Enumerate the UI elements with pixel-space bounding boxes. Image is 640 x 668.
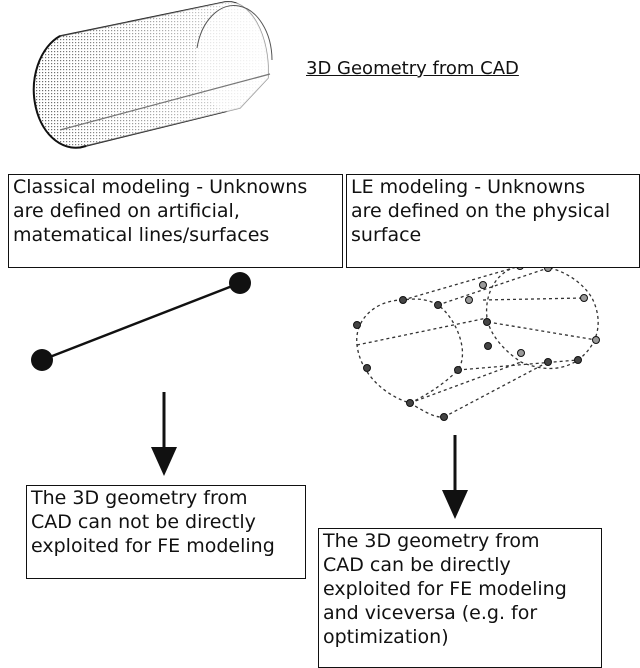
classical-modeling-label: Classical modeling - Unknowns are define… bbox=[8, 174, 343, 268]
le-surface-nodes bbox=[353, 262, 600, 421]
classical-result-box: The 3D geometry from CAD can not be dire… bbox=[26, 485, 306, 579]
surface-node bbox=[465, 296, 473, 304]
surface-node bbox=[592, 336, 600, 344]
right-down-arrow bbox=[442, 435, 468, 519]
line-end-node bbox=[31, 349, 53, 371]
surface-node bbox=[484, 342, 492, 350]
le-modeling-label: LE modeling - Unknowns are defined on th… bbox=[346, 174, 640, 268]
surface-node bbox=[440, 413, 448, 421]
surface-node bbox=[544, 358, 552, 366]
surface-node bbox=[353, 321, 361, 329]
line-end-node bbox=[229, 272, 251, 294]
cad-geometry-title: 3D Geometry from CAD bbox=[306, 58, 519, 79]
surface-node bbox=[399, 296, 407, 304]
surface-node bbox=[483, 318, 491, 326]
le-surface-model bbox=[356, 264, 599, 418]
surface-node bbox=[574, 356, 582, 364]
surface-node bbox=[363, 364, 371, 372]
left-down-arrow bbox=[151, 392, 177, 476]
surface-node bbox=[580, 294, 588, 302]
surface-node bbox=[434, 301, 442, 309]
cad-geometry-cylinder bbox=[32, 1, 273, 149]
le-result-box: The 3D geometry from CAD can be directly… bbox=[318, 528, 602, 668]
surface-node bbox=[406, 399, 414, 407]
surface-node bbox=[479, 281, 487, 289]
classical-line-model bbox=[31, 272, 251, 371]
surface-node bbox=[454, 366, 462, 374]
surface-node bbox=[517, 349, 525, 357]
